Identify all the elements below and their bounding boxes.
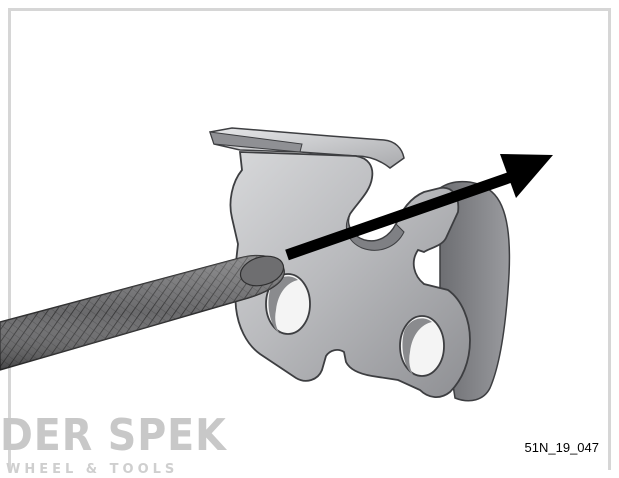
figure-code: 51N_19_047 bbox=[525, 440, 599, 455]
watermark-subtitle: WHEEL & TOOLS bbox=[6, 462, 178, 478]
watermark: DER SPEK bbox=[0, 414, 227, 458]
